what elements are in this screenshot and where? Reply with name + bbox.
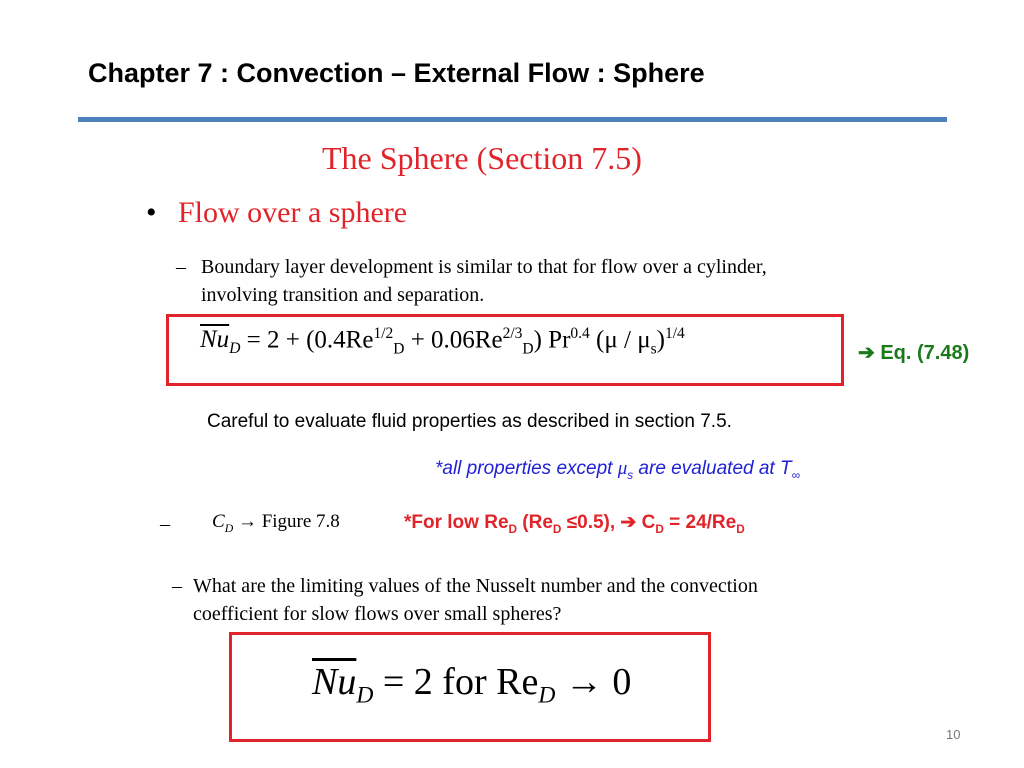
exp-quarter: 1/4: [664, 325, 685, 342]
dash-marker-slow: –: [172, 575, 182, 597]
equation-number: Eq. (7.48): [880, 342, 970, 364]
slow-line-2: coefficient for slow flows over small sp…: [193, 603, 562, 625]
eq1-part5: ): [656, 326, 665, 354]
equation-reference: ➔ Eq. (7.48): [858, 340, 969, 365]
exp-half: 1/2: [373, 325, 394, 342]
low-reynolds-note: *For low ReD (ReD ≤0.5), ➔ CD = 24/ReD: [404, 511, 745, 536]
limit-rest: = 2 for Re: [373, 661, 539, 703]
re-sub: D: [538, 682, 556, 709]
section-heading: The Sphere (Section 7.5): [322, 140, 642, 176]
lowre-sub4: D: [736, 522, 745, 536]
lowre-mid3: = 24/Re: [663, 512, 737, 533]
boundary-line-2: involving transition and separation.: [201, 284, 485, 306]
eq1-part2: + 0.06Re: [404, 326, 503, 354]
nu-subscript: D: [229, 340, 241, 358]
lowre-sub1: D: [508, 522, 518, 536]
title-divider: [78, 117, 947, 122]
sub-d2: D: [522, 340, 534, 358]
properties-note: *all properties except μs are evaluated …: [435, 458, 800, 482]
exp-pr: 0.4: [570, 325, 590, 342]
lowre-sub3: D: [655, 522, 664, 536]
boundary-layer-text: Boundary layer development is similar to…: [201, 253, 767, 309]
limit-tail: → 0: [555, 661, 632, 703]
equation-box-7-48: [166, 314, 844, 386]
lowre-pre: *For low Re: [404, 512, 509, 533]
lowre-mid1: (Re: [517, 512, 553, 533]
nu-sub-2: D: [356, 682, 374, 709]
drag-coefficient-ref: CD → Figure 7.8: [212, 511, 340, 536]
nusselt-correlation: NuD = 2 + (0.4Re1/2D + 0.06Re2/3D) Pr0.4…: [200, 325, 685, 358]
infinity-sub: ∞: [791, 468, 800, 482]
page-number: 10: [946, 727, 961, 742]
cd-symbol: C: [212, 511, 225, 532]
exp-two-thirds: 2/3: [502, 325, 523, 342]
careful-note: Careful to evaluate fluid properties as …: [207, 411, 732, 432]
props-mid: are evaluated at T: [633, 458, 792, 479]
slow-line-1: What are the limiting values of the Nuss…: [193, 575, 758, 597]
sub-s: s: [650, 340, 657, 358]
bullet-marker: •: [146, 196, 157, 229]
lowre-sub2: D: [552, 522, 562, 536]
eq1-part1: = 2 + (0.4Re: [240, 326, 374, 354]
slide-title: Chapter 7 : Convection – External Flow :…: [88, 58, 705, 88]
figure-ref: → Figure 7.8: [237, 511, 340, 532]
bullet-heading: Flow over a sphere: [178, 196, 408, 229]
boundary-line-1: Boundary layer development is similar to…: [201, 256, 767, 278]
dash-marker: –: [176, 256, 186, 278]
limit-equation-box: [229, 632, 711, 742]
cd-sub: D: [224, 521, 234, 535]
nu-symbol: Nu: [200, 326, 230, 354]
sub-d1: D: [393, 340, 405, 358]
mu-symbol: μ: [617, 458, 628, 479]
dash-marker-cd: –: [160, 513, 170, 535]
eq1-part4: (μ / μ: [589, 326, 651, 354]
right-arrow-icon: ➔: [858, 342, 875, 364]
nu-symbol-2: Nu: [312, 661, 357, 703]
mu-sub: s: [627, 468, 634, 482]
eq1-part3: ) Pr: [533, 326, 571, 354]
lowre-mid2: ≤0.5), ➔ C: [561, 512, 656, 533]
props-pre: *all properties except: [435, 458, 618, 479]
slow-flow-question: What are the limiting values of the Nuss…: [193, 572, 758, 628]
limit-equation: NuD = 2 for ReD → 0: [312, 660, 631, 710]
